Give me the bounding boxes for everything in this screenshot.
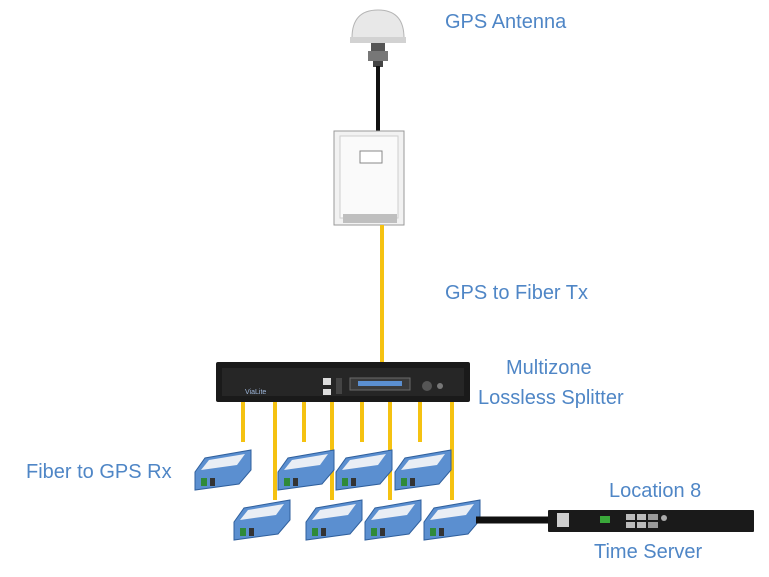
splitter-label-line2: Lossless Splitter [478,387,624,409]
splitter-brand-mark: ViaLite [245,389,266,396]
gps-receiver-icon [335,449,393,491]
gps-antenna-label: GPS Antenna [445,11,567,33]
splitter-label-line1: Multizone [506,357,592,379]
gps-receiver-icon [194,449,252,491]
fiber-to-gps-rx-label: Fiber to GPS Rx [26,461,172,483]
fiber-tx-box-icon [333,130,405,226]
time-server-label: Time Server [594,541,703,563]
gps-to-fiber-tx-label: GPS to Fiber Tx [445,282,589,304]
gps-antenna-icon [350,9,406,67]
time-server-rack [548,510,754,532]
gps-receiver-icon [364,499,422,541]
gps-receiver-icon [277,449,335,491]
location-label: Location 8 [609,480,702,502]
gps-receiver-icon [305,499,363,541]
fiber-drops [241,402,454,500]
gps-receiver-icon [394,449,452,491]
multizone-splitter-rack: ViaLite [216,362,470,402]
gps-receiver-icon [233,499,291,541]
